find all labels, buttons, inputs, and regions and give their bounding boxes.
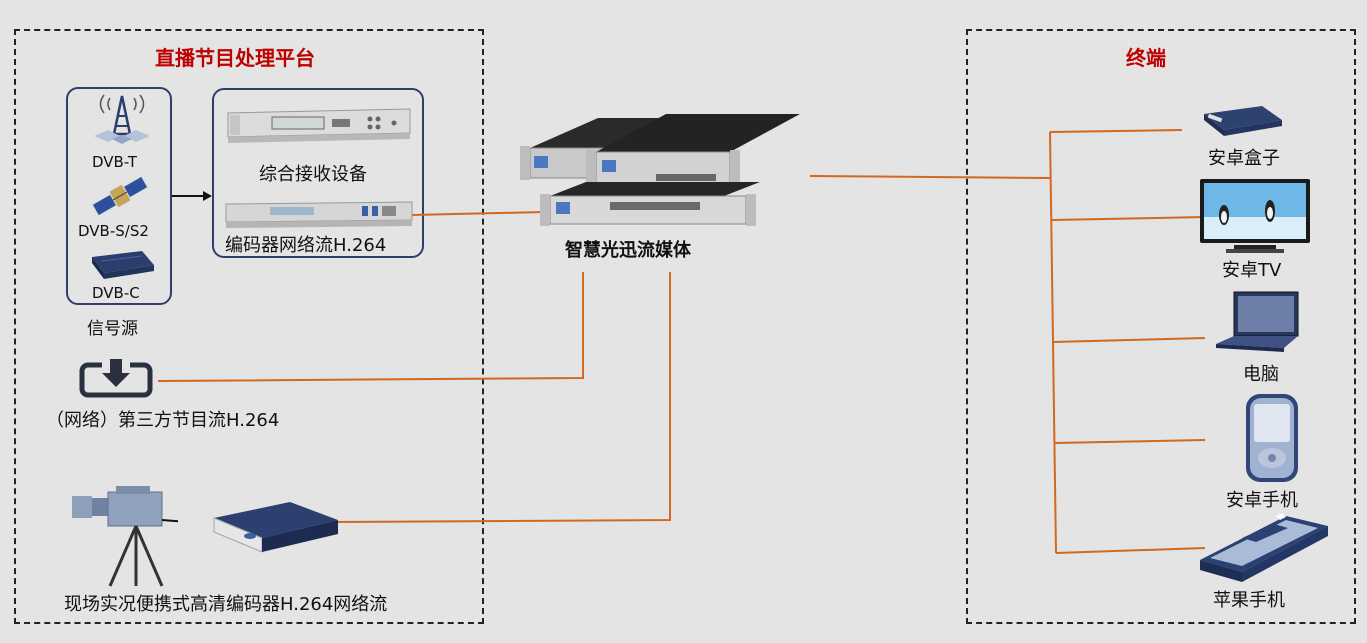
wire-branch-android-phone — [1053, 439, 1206, 444]
terminal-title: 终端 — [1126, 46, 1166, 70]
wire-branch-tv — [1051, 216, 1206, 221]
terminal-label-android-tv: 安卓TV — [1222, 260, 1282, 281]
terminal-panel — [966, 29, 1356, 624]
live-encoder-label: 现场实况便携式高清编码器H.264网络流 — [64, 594, 388, 615]
wire-live-server — [329, 272, 671, 523]
streaming-server-icon — [520, 114, 800, 226]
wire-terminal-bus — [1049, 131, 1057, 554]
android-phone-icon — [1246, 394, 1298, 482]
server-label: 智慧光迅流媒体 — [565, 240, 691, 261]
dvb-s-label: DVB-S/S2 — [78, 222, 149, 240]
laptop-icon — [1216, 291, 1299, 352]
dvb-c-label: DVB-C — [92, 284, 140, 302]
third-party-label: （网络）第三方节目流H.264 — [46, 410, 280, 431]
android-box-icon — [1204, 106, 1282, 136]
wire-server-trunk — [809, 175, 1051, 179]
signal-source-label: 信号源 — [87, 319, 138, 339]
live-platform-panel — [14, 29, 484, 624]
encoder-device-icon — [225, 201, 413, 228]
download-icon — [79, 359, 153, 398]
terminal-label-android-phone: 安卓手机 — [1226, 490, 1298, 511]
live-platform-title: 直播节目处理平台 — [155, 46, 315, 70]
wire-branch-box — [1049, 129, 1183, 133]
terminal-label-android-box: 安卓盒子 — [1208, 148, 1280, 169]
wire-encoder-server — [411, 211, 546, 216]
receiver-label: 综合接收设备 — [259, 164, 367, 185]
receiver-device-icon — [227, 108, 411, 143]
live-encoder-icon — [213, 502, 338, 553]
cable-box-icon — [92, 251, 154, 279]
tower-icon — [94, 94, 150, 144]
arrow-head — [203, 191, 212, 201]
wire-branch-pc — [1052, 337, 1206, 343]
receiver-encoder-box — [212, 88, 424, 258]
signal-source-box — [66, 87, 172, 305]
wire-branch-iphone — [1055, 547, 1206, 554]
tv-icon — [1200, 179, 1310, 253]
wire-thirdparty-server — [157, 272, 584, 382]
dvb-t-label: DVB-T — [92, 153, 138, 171]
encoder-label: 编码器网络流H.264 — [225, 235, 387, 256]
terminal-label-iphone: 苹果手机 — [1213, 590, 1285, 611]
terminal-label-pc: 电脑 — [1243, 364, 1279, 385]
satellite-icon — [92, 176, 148, 216]
camera-icon — [72, 486, 178, 587]
iphone-icon — [1200, 513, 1328, 582]
